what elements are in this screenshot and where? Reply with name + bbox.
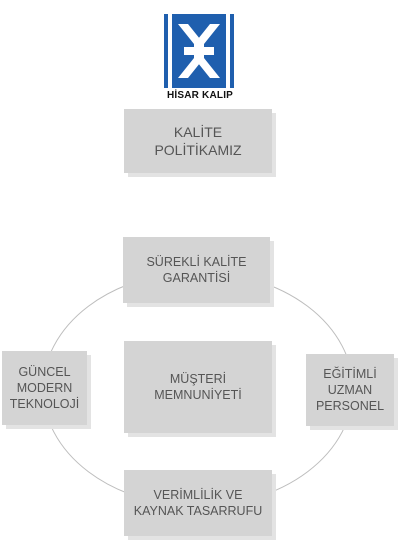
- node-continuous-quality-text: SÜREKLİ KALİTE GARANTİSİ: [146, 255, 247, 285]
- node-efficiency-resources-text: VERİMLİLİK VE KAYNAK TASARRUFU: [133, 488, 263, 518]
- node-modern-technology-text: GÜNCEL MODERN TEKNOLOJİ: [9, 365, 80, 411]
- node-modern-technology: GÜNCEL MODERN TEKNOLOJİ: [2, 351, 87, 425]
- hk-logo-icon: [164, 14, 234, 88]
- company-logo: HİSAR KALIP: [160, 14, 240, 102]
- node-trained-personnel: EĞİTİMLİ UZMAN PERSONEL: [306, 354, 394, 426]
- quality-policy-title: KALİTE POLİTİKAMIZ: [124, 109, 272, 173]
- company-name: HİSAR KALIP: [166, 90, 234, 101]
- node-center-customer-satisfaction: MÜŞTERİ MEMNUNİYETİ: [124, 341, 272, 433]
- node-continuous-quality: SÜREKLİ KALİTE GARANTİSİ: [123, 237, 270, 303]
- quality-policy-title-text: KALİTE POLİTİKAMIZ: [154, 124, 242, 158]
- node-center-customer-satisfaction-text: MÜŞTERİ MEMNUNİYETİ: [154, 372, 242, 402]
- node-efficiency-resources: VERİMLİLİK VE KAYNAK TASARRUFU: [124, 470, 272, 536]
- node-trained-personnel-text: EĞİTİMLİ UZMAN PERSONEL: [315, 367, 385, 413]
